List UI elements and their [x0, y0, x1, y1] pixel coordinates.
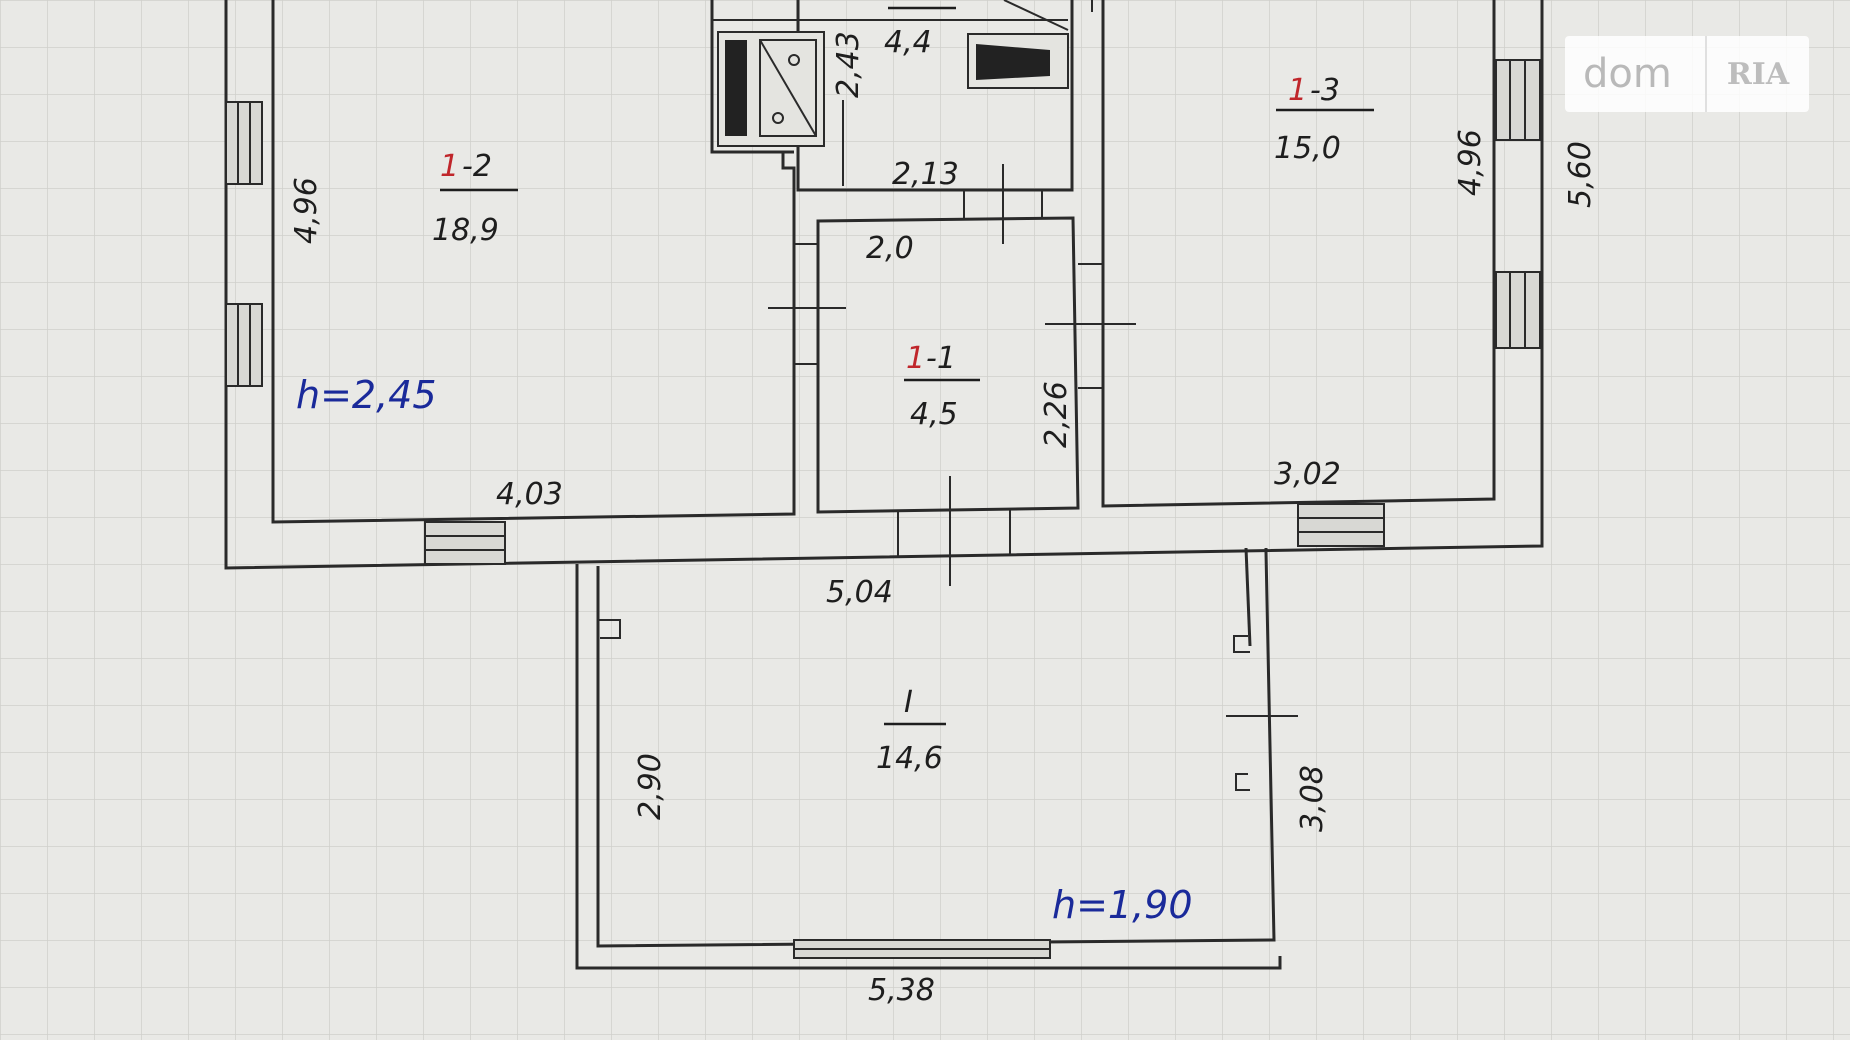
- dim-annex-bottom: 5,38: [868, 973, 935, 1008]
- watermark: dom RIA: [1565, 36, 1809, 112]
- watermark-divider: [1705, 36, 1707, 112]
- dim-room-1-1-height: 2,26: [1039, 381, 1074, 448]
- dim-kitchen-height: 2,43: [831, 31, 866, 98]
- room-1-4-label: 4,4: [884, 6, 956, 60]
- annex-walls: [575, 547, 1298, 970]
- room-1-1-suffix: -1: [926, 341, 956, 376]
- room-I-label: I 14,6: [876, 685, 946, 776]
- dim-room-1-1-width: 2,0: [866, 231, 914, 266]
- ceiling-height-main: h=2,45: [296, 373, 437, 417]
- room-1-4-area: 4,4: [884, 25, 932, 60]
- room-1-2-area: 18,9: [432, 213, 499, 248]
- window-bottom-right: [1297, 503, 1385, 547]
- room-1-2-suffix: -2: [462, 149, 492, 184]
- ceiling-height-annex: h=1,90: [1052, 883, 1193, 927]
- doors: [768, 100, 1136, 586]
- window-right-upper: [1495, 59, 1541, 141]
- dimension-labels: 4,96 4,03 2,43 2,13 2,0 2,26 3,02 4,96 5…: [289, 31, 1598, 1008]
- dim-room-1-2-width: 4,03: [496, 477, 563, 512]
- room-I-number: I: [904, 685, 913, 720]
- dim-outer-height: 5,60: [1563, 141, 1598, 208]
- kitchen-fixtures: [717, 0, 1069, 147]
- room-1-3-suffix: -3: [1310, 73, 1340, 108]
- window-left-lower: [225, 303, 263, 387]
- room-1-3-label: 1 -3 15,0: [1274, 73, 1374, 166]
- room-1-1-number: 1: [906, 341, 925, 376]
- main-building-walls: [224, 0, 1544, 570]
- room-I-area: 14,6: [876, 741, 943, 776]
- room-1-3-number: 1: [1288, 73, 1307, 108]
- window-bottom-left: [424, 521, 506, 565]
- dim-room-1-3-width: 3,02: [1274, 457, 1341, 492]
- main-windows: [225, 59, 1541, 565]
- dim-room-1-2-height: 4,96: [289, 177, 324, 244]
- room-1-2-number: 1: [440, 149, 459, 184]
- dim-kitchen-width: 2,13: [892, 157, 959, 192]
- room-1-3-area: 15,0: [1274, 131, 1341, 166]
- dim-annex-right: 3,08: [1295, 765, 1330, 832]
- window-right-lower: [1495, 271, 1541, 349]
- dim-outer-width: 5,04: [826, 575, 893, 610]
- dim-annex-left: 2,90: [633, 753, 668, 820]
- window-left-upper: [225, 101, 263, 185]
- room-1-2-label: 1 -2 18,9: [432, 149, 518, 248]
- dim-room-1-3-height: 4,96: [1453, 129, 1488, 196]
- watermark-brand: dom: [1583, 51, 1672, 97]
- watermark-logo: RIA: [1726, 56, 1790, 92]
- room-1-1-area: 4,5: [910, 397, 958, 432]
- room-1-1-label: 1 -1 4,5: [904, 341, 980, 432]
